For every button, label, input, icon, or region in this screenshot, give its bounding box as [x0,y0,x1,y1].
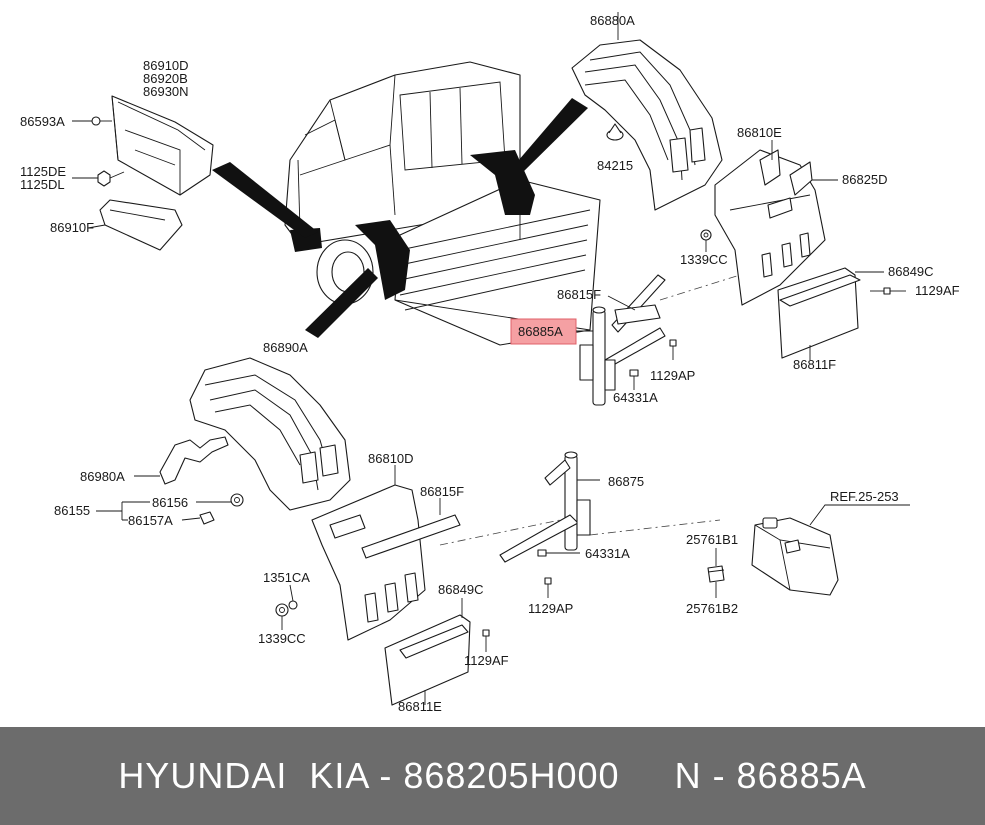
label-64331A-a: 64331A [613,390,658,405]
bolt-1125DE [72,170,125,187]
nut-1351CA [288,584,298,610]
flap-86811F [777,267,884,360]
screw-86157A [181,511,215,525]
label-86930N: 86930N [143,84,189,99]
label-1339CC-a: 1339CC [680,252,728,267]
bolt-1129AF-a [870,287,906,295]
label-1125DL: 1125DL [20,177,65,192]
grommet-84215 [606,123,624,141]
bolt-64331A-a [629,369,639,390]
label-86593A: 86593A [20,114,65,129]
flap-86811E [384,598,471,706]
stay-86875 [499,451,600,563]
label-86980A: 86980A [80,469,125,484]
label-86810D: 86810D [368,451,414,466]
bolt-86593A [72,116,112,126]
bolt-1129AP-a [669,339,677,360]
mudguard-86810D [311,465,426,641]
label-86815F-b: 86815F [420,484,464,499]
bracket-upper [607,274,666,333]
highlight-86885A [510,318,577,345]
label-84215: 84215 [597,158,633,173]
label-86815F-a: 86815F [557,287,601,302]
label-86910D: 86910D [143,58,189,73]
stay-86815F-b [361,498,461,559]
label-1125DE: 1125DE [20,164,66,179]
label-86910F: 86910F [50,220,94,235]
label-1129AP-a: 1129AP [650,368,695,383]
nut-1339CC-a [700,229,712,252]
stay-86885A [579,306,666,406]
air-duct-assembly [111,95,214,196]
label-1129AP-b: 1129AP [528,601,573,616]
parts-diagram: 86880A 86910D 86920B 86930N 86593A 1125D… [20,12,960,714]
label-86156: 86156 [152,495,188,510]
label-1339CC-b: 1339CC [258,631,306,646]
label-86880A: 86880A [590,13,635,28]
label-86155: 86155 [54,503,90,518]
label-86811E: 86811E [398,699,442,714]
label-86890A: 86890A [263,340,308,355]
pad-86910F [87,199,183,251]
bolt-1129AF-b [482,629,490,652]
label-86157A: 86157A [128,513,173,528]
label-86810E: 86810E [737,125,782,140]
label-86849C-b: 86849C [438,582,484,597]
label-25761B2: 25761B2 [686,601,738,616]
label-64331A-b: 64331A [585,546,630,561]
label-86811F: 86811F [793,357,836,372]
clip-86156 [196,493,244,507]
label-86920B: 86920B [143,71,188,86]
label-86875: 86875 [608,474,644,489]
footer-bar: HYUNDAI KIA - 868205H000 N - 86885A [0,727,985,825]
label-86825D: 86825D [842,172,888,187]
label-ref-25-253: REF.25-253 [830,489,899,504]
rear-inner-guard-86880A [571,12,723,211]
clip-25761B [707,548,725,598]
hose-86980A [134,436,229,485]
label-86885A: 86885A [518,324,563,339]
footer-part-number: HYUNDAI KIA - 868205H000 N - 86885A [118,755,867,796]
pointer-wedges [212,98,588,338]
nut-1339CC-b [275,603,289,630]
label-86849C-a: 86849C [888,264,934,279]
bolt-1129AP-b [544,577,552,598]
part-labels: 86880A 86910D 86920B 86930N 86593A 1125D… [20,13,960,714]
reservoir-tank [751,504,910,596]
label-1129AF-a: 1129AF [915,283,960,298]
label-25761B1: 25761B1 [686,532,738,547]
label-1129AF-b: 1129AF [464,653,509,668]
truck-illustration [284,61,601,346]
front-inner-guard-86890A [189,357,351,511]
mudguard-86810E [714,140,838,306]
bolt-64331A-b [537,549,580,557]
label-1351CA: 1351CA [263,570,310,585]
